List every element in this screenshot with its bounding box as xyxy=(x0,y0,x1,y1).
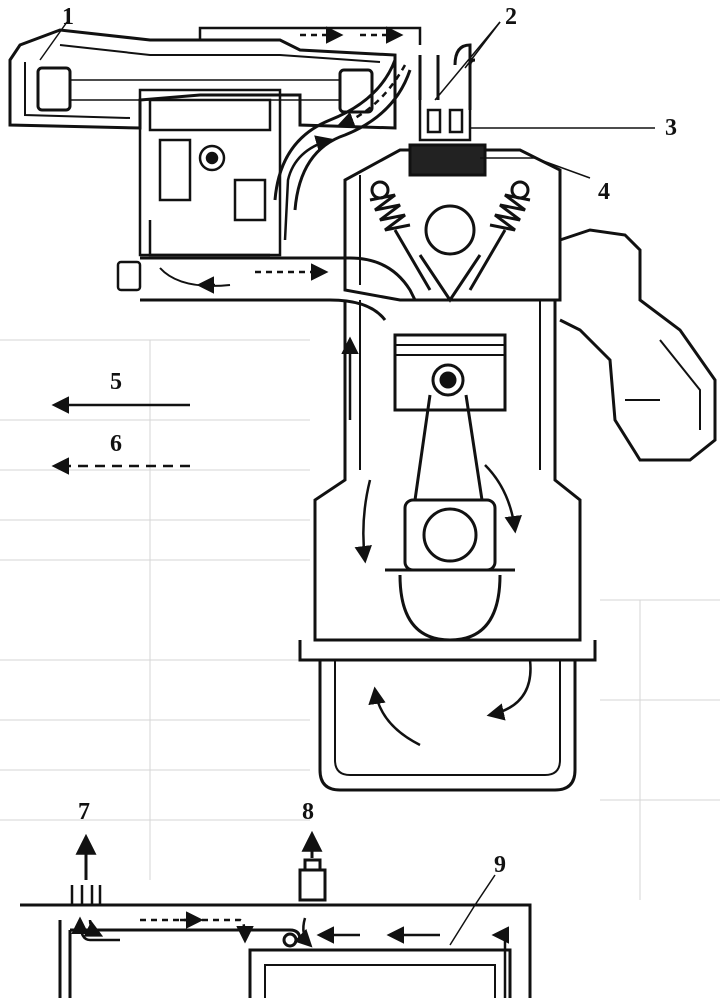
callout-label-7: 7 xyxy=(78,799,90,825)
callout-label-4: 4 xyxy=(598,179,610,205)
callout-label-6: 6 xyxy=(110,431,122,457)
crankshaft xyxy=(385,570,515,640)
intake-manifold xyxy=(140,258,415,320)
background-table-ghost xyxy=(0,340,720,900)
air-filter-housing xyxy=(10,28,420,128)
oil-pan xyxy=(320,660,575,790)
callout-label-2: 2 xyxy=(505,4,517,30)
bottom-schematic xyxy=(20,860,530,998)
callout-label-5: 5 xyxy=(110,369,122,395)
callout-leaders xyxy=(40,22,655,945)
piston-assembly xyxy=(395,335,505,570)
flow-arrows-solid xyxy=(71,135,531,998)
callout-label-3: 3 xyxy=(665,115,677,141)
cylinder-head xyxy=(345,145,560,300)
callout-label-8: 8 xyxy=(302,799,314,825)
carburettor xyxy=(118,90,280,290)
flow-arrows-dashed xyxy=(83,26,405,944)
callout-label-1: 1 xyxy=(62,4,74,30)
exhaust-manifold xyxy=(560,230,715,460)
breather-hoses xyxy=(275,45,475,210)
callout-label-9: 9 xyxy=(494,852,506,878)
pcv-valve xyxy=(420,100,470,140)
outlet-arrows xyxy=(75,830,323,880)
valve-springs xyxy=(370,195,530,290)
